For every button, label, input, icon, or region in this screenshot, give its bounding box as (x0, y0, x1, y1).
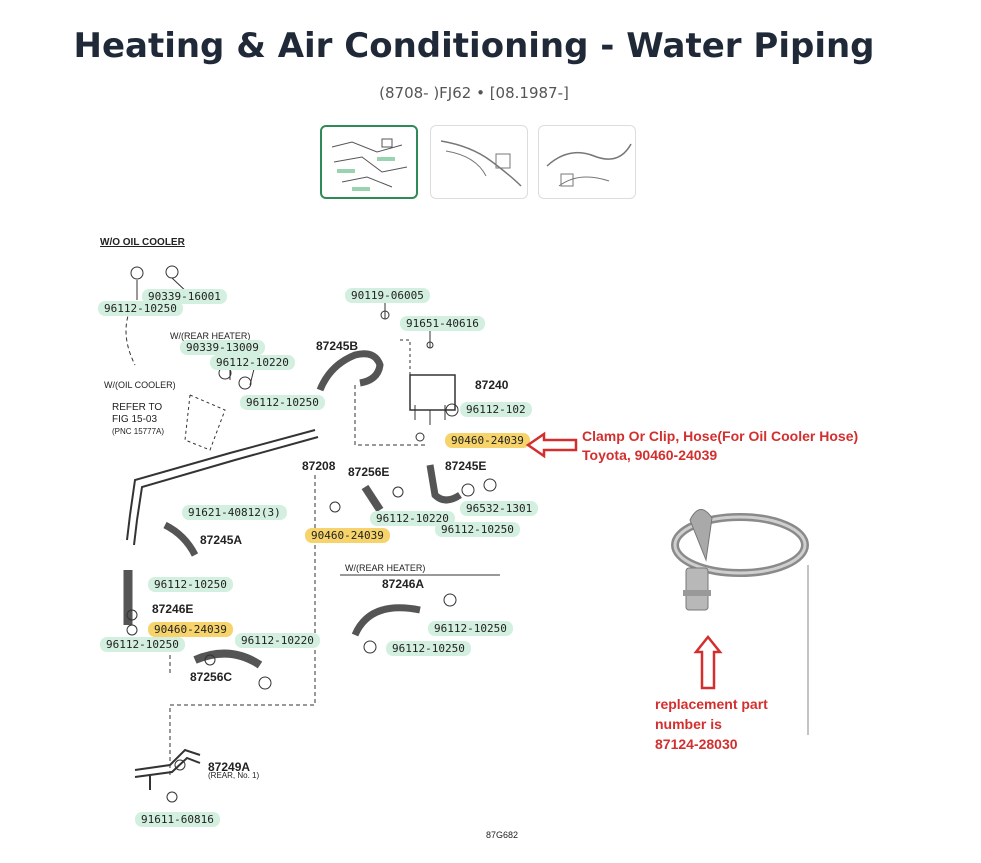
replacement-line1: replacement part (655, 696, 768, 712)
thumbnail-2[interactable] (430, 125, 528, 199)
part-87245B: 87245B (316, 339, 359, 353)
figure-code: 87G682 (486, 830, 519, 840)
callout-96112-10250-e[interactable]: 96112-10250 (100, 637, 185, 652)
section-w-rear-heater-top: W/(REAR HEATER) (170, 331, 251, 341)
part-87256C: 87256C (190, 670, 233, 684)
callout-96532-1301[interactable]: 96532-1301 (460, 501, 539, 516)
replacement-line3: 87124-28030 (655, 736, 738, 752)
callout-96112-102[interactable]: 96112-102 (460, 402, 532, 417)
replacement-line2: number is (655, 716, 722, 732)
section-wo-oil-cooler: W/O OIL COOLER (100, 237, 185, 248)
clamp-photo-icon (671, 509, 809, 611)
callout-90339-13009[interactable]: 90339-13009 (180, 340, 265, 355)
part-87240: 87240 (475, 378, 509, 392)
refer-line-3: (PNC 15777A) (112, 427, 165, 436)
callout-91651-40616[interactable]: 91651-40616 (400, 316, 485, 331)
callout-90119-06005[interactable]: 90119-06005 (345, 288, 430, 303)
callout-91611-60816[interactable]: 91611-60816 (135, 812, 220, 827)
thumbnail-3-preview (546, 143, 632, 187)
callout-96112-10250-b[interactable]: 96112-10250 (240, 395, 325, 410)
callout-96112-10250-g[interactable]: 96112-10250 (386, 641, 471, 656)
refer-line-2: FIG 15-03 (112, 414, 158, 425)
part-87245A: 87245A (200, 533, 243, 547)
callout-90460-24039-highlight-top[interactable]: 90460-24039 (445, 433, 530, 448)
up-arrow-icon (693, 634, 723, 690)
clamp-annotation-line1: Clamp Or Clip, Hose(For Oil Cooler Hose) (582, 428, 859, 444)
clamp-annotation-line2: Toyota, 90460-24039 (582, 447, 718, 463)
part-87256E: 87256E (348, 465, 390, 479)
callout-90339-16001[interactable]: 90339-16001 (142, 289, 227, 304)
diagram-linework (123, 265, 500, 803)
callout-96112-10250-c[interactable]: 96112-10250 (435, 522, 520, 537)
callout-90460-24039-highlight-low[interactable]: 90460-24039 (148, 622, 233, 637)
refer-line-1: REFER TO (112, 402, 163, 413)
part-87246A: 87246A (382, 577, 425, 591)
part-87249A: 87249A (208, 760, 251, 774)
part-87245E: 87245E (445, 459, 487, 473)
section-w-rear-heater-bottom: W/(REAR HEATER) (345, 563, 426, 573)
callout-90460-24039-highlight-mid[interactable]: 90460-24039 (305, 528, 390, 543)
callout-96112-10250[interactable]: 96112-10250 (98, 301, 183, 316)
callout-96112-10220[interactable]: 96112-10220 (210, 355, 295, 370)
part-87208: 87208 (302, 459, 336, 473)
rear-no1-note: (REAR, No. 1) (208, 771, 260, 780)
parts-diagram: W/O OIL COOLER W/(REAR HEATER) W/(OIL CO… (90, 215, 560, 845)
callout-96112-10220-c[interactable]: 96112-10220 (235, 633, 320, 648)
thumbnail-1-preview (331, 138, 408, 191)
callout-96112-10220-b[interactable]: 96112-10220 (370, 511, 455, 526)
callout-96112-10250-d[interactable]: 96112-10250 (148, 577, 233, 592)
page-title: Heating & Air Conditioning - Water Pipin… (73, 26, 875, 66)
callout-96112-10250-f[interactable]: 96112-10250 (428, 621, 513, 636)
thumbnail-2-preview (440, 140, 522, 187)
callout-91621-40812[interactable]: 91621-40812(3) (182, 505, 287, 520)
page-subtitle: (8708- )FJ62 • [08.1987-] (379, 84, 569, 102)
thumbnail-3[interactable] (538, 125, 636, 199)
section-w-oil-cooler: W/(OIL COOLER) (104, 380, 176, 390)
thumbnail-1[interactable] (320, 125, 418, 199)
part-87246E: 87246E (152, 602, 194, 616)
